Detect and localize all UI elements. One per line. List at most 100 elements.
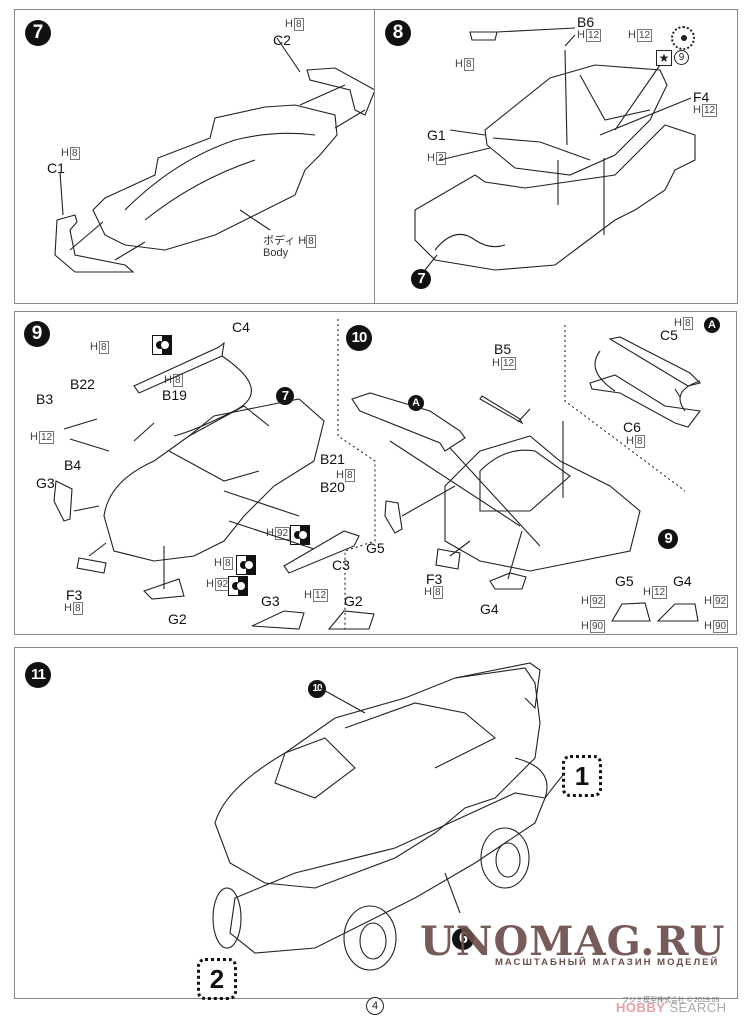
decal-icon-lamp-1	[236, 555, 256, 575]
spoiler-a	[351, 392, 466, 452]
step-8-badge: 8	[385, 20, 411, 46]
wheel-front-left	[212, 887, 242, 949]
step-7-drawing	[54, 37, 375, 273]
part-label-b6: B6	[577, 14, 595, 30]
part-label-b5: B5	[494, 341, 512, 357]
part-label-b4: B4	[64, 457, 82, 473]
part-label-g3-detail: G3	[261, 593, 280, 609]
hobbysearch-watermark: HOBBY SEARCH	[616, 1000, 727, 1015]
part-label-g5: G5	[366, 540, 385, 556]
decal-number-ref: 9	[674, 50, 689, 65]
g5-lamp	[384, 500, 403, 534]
c6-wing	[589, 374, 701, 428]
part-label-g1: G1	[427, 127, 446, 143]
part-label-g5-detail: G5	[615, 573, 634, 589]
ref-step-6-badge: 6	[452, 928, 474, 950]
part-label-b21: B21	[320, 451, 345, 467]
step-9-badge: 9	[24, 321, 50, 347]
part-label-b3: B3	[36, 391, 54, 407]
car-body-rear	[444, 435, 641, 572]
g4-detail	[656, 603, 699, 622]
step-7-badge: 7	[25, 20, 51, 46]
part-label-f3: F3	[426, 571, 443, 587]
c5-wing	[608, 336, 702, 387]
part-label-f3: F3	[66, 587, 83, 603]
g4-lamp	[489, 572, 527, 590]
watermark-tagline: МАСШТАБНЫЙ МАГАЗИН МОДЕЛЕЙ	[495, 957, 720, 968]
part-label-b20: B20	[320, 479, 345, 495]
search-text: SEARCH	[669, 1000, 727, 1015]
step-11-panel: 11 10 1 2 6	[14, 647, 738, 1000]
step-10-panel-frame	[330, 311, 737, 635]
part-label-c4: C4	[232, 319, 250, 335]
step-10-badge: 10	[346, 325, 372, 351]
ref-assembly-1-box: 1	[562, 755, 602, 797]
c3-skirt	[283, 530, 360, 574]
copyright-text: フジミ模型株式会社 © 2019.05	[622, 997, 720, 1004]
b6-lamp	[469, 31, 498, 41]
g3-lamp	[53, 480, 73, 522]
step-9-drawing	[53, 341, 375, 630]
part-label-b19: B19	[162, 387, 187, 403]
body-shell	[92, 104, 338, 251]
part-label-g2: G2	[168, 611, 187, 627]
c2-bumper	[306, 67, 375, 116]
wheel-rear	[480, 827, 530, 889]
body-label-en: Body	[263, 247, 289, 259]
f3-plate-10	[435, 548, 461, 570]
step-8-drawing	[414, 27, 696, 271]
g5-detail	[611, 602, 651, 622]
part-label-g4-detail: G4	[673, 573, 692, 589]
f3-plate	[76, 557, 107, 574]
car-body-front	[103, 398, 325, 562]
step-11-drawing	[212, 662, 566, 971]
watermark-logo: UNOMAG.RU	[420, 918, 726, 965]
g2-detail	[327, 610, 375, 630]
ref-step-10-badge: 10	[308, 680, 326, 698]
wheel-front	[343, 905, 397, 971]
part-label-g4: G4	[480, 601, 499, 617]
part-label-g3: G3	[36, 475, 55, 491]
ref-step-7-badge: 7	[411, 269, 431, 289]
decal-icon-lamp-2	[228, 576, 248, 596]
part-label-b22: B22	[70, 376, 95, 392]
rear-wing	[454, 662, 541, 710]
c4-skirt	[133, 341, 225, 394]
hobby-text: HOBBY	[616, 1000, 666, 1015]
c1-bumper	[54, 214, 135, 273]
meter-decal-icon	[671, 26, 695, 50]
part-label-f4: F4	[693, 89, 710, 105]
divider-dotted-9-10	[337, 319, 686, 631]
step-10-drawing	[351, 336, 702, 622]
decal-icon-c4	[152, 335, 172, 355]
spoiler-option-a-marker-detail: A	[704, 317, 720, 333]
g1-window	[484, 64, 668, 176]
step-11-badge: 11	[25, 662, 51, 688]
body-shell-8	[414, 124, 696, 271]
car-body-assembled	[214, 667, 541, 889]
